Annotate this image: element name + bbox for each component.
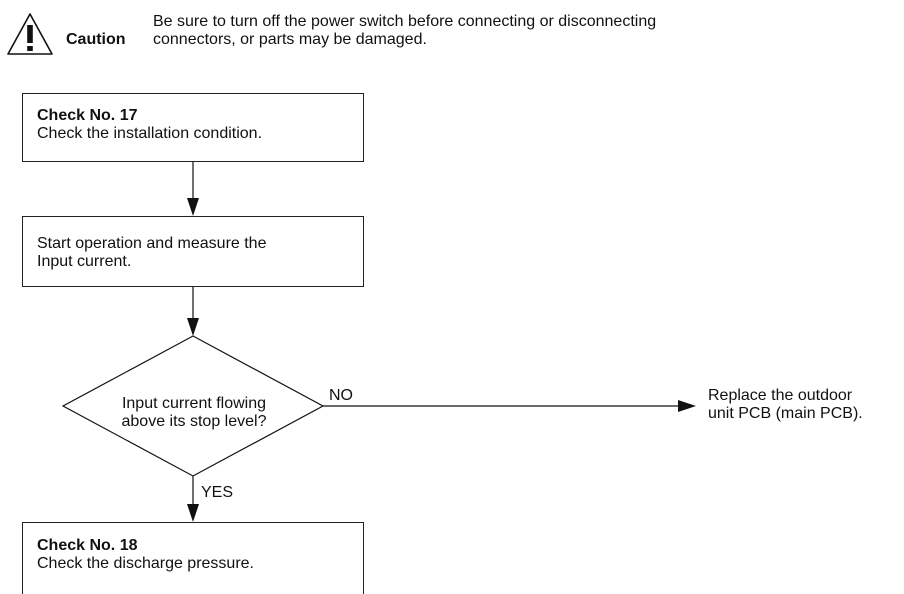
arrowhead-no-to-replace: [678, 400, 696, 412]
arrowhead-check17-to-start: [187, 198, 199, 216]
arrowhead-yes-to-check18: [187, 504, 199, 522]
check-18-box: Check No. 18 Check the discharge pressur…: [22, 522, 364, 594]
yes-label: YES: [201, 484, 234, 501]
replace-line-1: Replace the outdoor: [708, 387, 853, 404]
check-18-text: Check the discharge pressure.: [37, 555, 254, 572]
check-17-text: Check the installation condition.: [37, 125, 263, 142]
replace-line-2: unit PCB (main PCB).: [708, 405, 863, 422]
start-operation-box: Start operation and measure the Input cu…: [22, 216, 364, 287]
decision-text: Input current flowing above its stop lev…: [121, 395, 267, 430]
replace-pcb-result: Replace the outdoor unit PCB (main PCB).: [708, 387, 898, 423]
no-label: NO: [329, 387, 353, 404]
caution-line-1: Be sure to turn off the power switch bef…: [153, 13, 657, 30]
start-operation-text: Start operation and measure the Input cu…: [37, 235, 267, 270]
caution-label: Caution: [66, 31, 126, 48]
warning-triangle-icon: [6, 12, 58, 58]
check-17-title: Check No. 17: [37, 107, 138, 124]
check-17-box: Check No. 17 Check the installation cond…: [22, 93, 364, 162]
check-18-title: Check No. 18: [37, 537, 138, 554]
caution-message: Be sure to turn off the power switch bef…: [153, 13, 843, 49]
caution-line-2: connectors, or parts may be damaged.: [153, 31, 427, 48]
arrowhead-start-to-decision: [187, 318, 199, 336]
